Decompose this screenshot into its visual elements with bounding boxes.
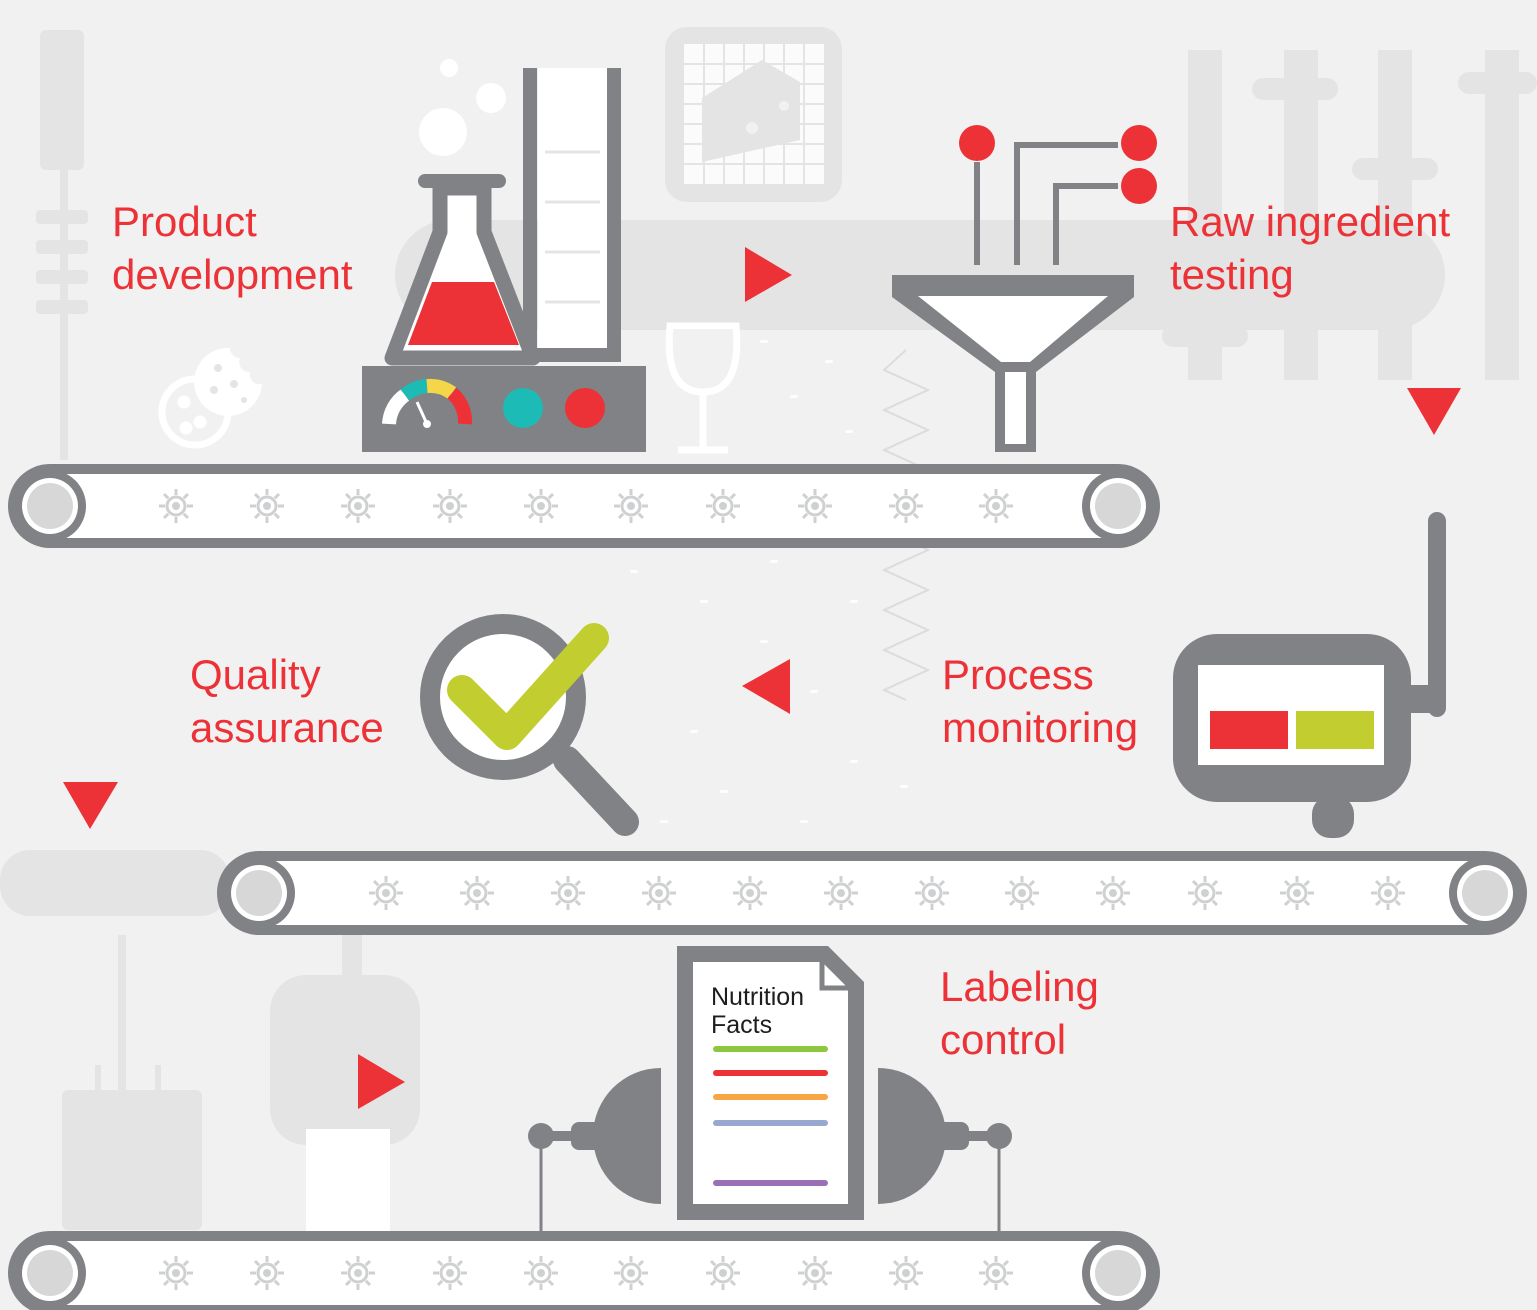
gear-icon (614, 1256, 648, 1290)
scattered-dots (630, 340, 908, 823)
gear-icon (1371, 876, 1405, 910)
conveyor-belt-icon (8, 1231, 1160, 1310)
conveyor-belt-icon (217, 851, 1527, 935)
cookie-bitten-icon (194, 347, 262, 416)
step-label-line1: Product (112, 198, 257, 245)
belt-roller (14, 470, 86, 542)
gear-icon (915, 876, 949, 910)
gear-icon (1280, 876, 1314, 910)
gear-icon (250, 1256, 284, 1290)
bubbles-decoration (419, 59, 506, 156)
gear-icon (706, 489, 740, 523)
gear-icon (433, 489, 467, 523)
gear-icon (979, 489, 1013, 523)
monitor-device-icon (1173, 512, 1446, 838)
cheese-icon (684, 44, 824, 184)
step-label-line2: control (940, 1016, 1067, 1063)
step-label-line2: monitoring (942, 704, 1139, 751)
belt-roller (1082, 1237, 1154, 1309)
beaker-icon (523, 68, 621, 362)
arrow-down-icon (1407, 388, 1461, 435)
nutrition-facts-title: Nutrition Facts (711, 983, 804, 1039)
gear-icon (433, 1256, 467, 1290)
magnifier-check-icon (420, 614, 639, 836)
gear-icon (551, 876, 585, 910)
gear-icon (889, 1256, 923, 1290)
teal-button-icon (503, 388, 543, 428)
labeling-machine (528, 1068, 1012, 1236)
gear-icon (341, 489, 375, 523)
gear-icon (524, 489, 558, 523)
gear-icon (824, 876, 858, 910)
lab-machine (362, 366, 646, 452)
gear-icon (159, 489, 193, 523)
belt-roller (14, 1237, 86, 1309)
step-label-line1: Quality (190, 651, 321, 698)
step-label-quality-assurance: Quality assurance (190, 648, 384, 754)
nutrition-facts-line1: Nutrition (711, 983, 805, 1011)
step-label-labeling-control: Labeling control (940, 960, 1099, 1066)
arrow-down-icon (63, 782, 118, 829)
step-label-line2: development (112, 251, 353, 298)
gear-icon (341, 1256, 375, 1290)
step-label-line1: Raw ingredient (1170, 198, 1451, 245)
gear-icon (369, 876, 403, 910)
step-label-line2: assurance (190, 704, 384, 751)
step-label-product-development: Product development (112, 195, 353, 301)
step-label-line2: testing (1170, 251, 1294, 298)
gear-icon (1188, 876, 1222, 910)
gear-icon (733, 876, 767, 910)
conveyor-belts (8, 464, 1527, 1310)
belt-roller (1082, 470, 1154, 542)
nutrition-facts-line2: Facts (711, 1011, 773, 1039)
flask-icon (384, 174, 541, 366)
gear-icon (798, 489, 832, 523)
step-label-line1: Labeling (940, 963, 1099, 1010)
gear-icon (460, 876, 494, 910)
step-label-line1: Process (942, 651, 1094, 698)
gear-icon (706, 1256, 740, 1290)
gear-icon (889, 489, 923, 523)
arrow-right-icon (745, 247, 792, 302)
product-box (306, 1129, 390, 1231)
step-label-process-monitoring: Process monitoring (942, 648, 1138, 754)
gear-icon (614, 489, 648, 523)
gear-icon (524, 1256, 558, 1290)
gear-icon (159, 1256, 193, 1290)
step-label-raw-ingredient-testing: Raw ingredient testing (1170, 195, 1450, 301)
arrow-left-icon (742, 659, 790, 714)
gear-icon (250, 489, 284, 523)
belt-roller (1449, 857, 1521, 929)
gear-icon (1005, 876, 1039, 910)
belt-roller (223, 857, 295, 929)
conveyor-belt-icon (8, 464, 1160, 548)
gear-icon (1096, 876, 1130, 910)
gear-icon (798, 1256, 832, 1290)
wine-glass-icon (665, 322, 741, 454)
funnel-icon (892, 125, 1157, 452)
gear-icon (979, 1256, 1013, 1290)
gear-icon (642, 876, 676, 910)
flow-arrows (63, 247, 1461, 1109)
red-button-icon (565, 388, 605, 428)
gauge-icon (382, 378, 473, 428)
arrow-right-icon (358, 1054, 405, 1109)
nutrition-label-icon (677, 946, 864, 1220)
